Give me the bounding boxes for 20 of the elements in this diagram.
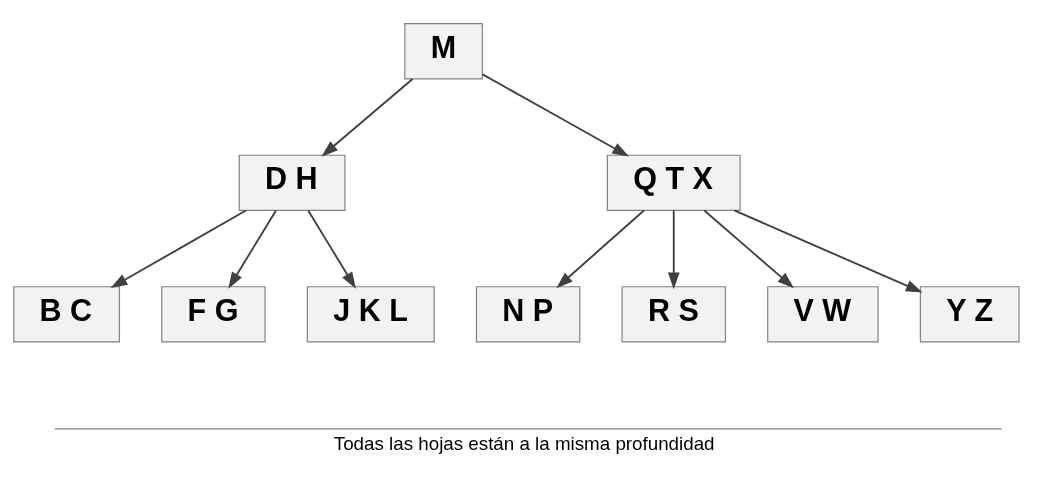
node-box: M — [404, 23, 483, 80]
arrow — [733, 209, 923, 293]
node-box: D H — [238, 154, 346, 211]
node-box: Y Z — [919, 286, 1020, 343]
node-box: R S — [621, 286, 726, 343]
arrow — [481, 73, 630, 157]
node-box: B C — [13, 286, 121, 343]
arrow — [667, 209, 680, 290]
node-box: N P — [475, 286, 581, 343]
label: Todas las hojas están a la misma profundidad — [333, 432, 715, 454]
arrow — [321, 78, 414, 157]
arrow — [307, 209, 356, 289]
node-box: J K L — [306, 286, 435, 343]
node-box: V W — [767, 286, 879, 343]
arrow — [110, 209, 247, 288]
arrow — [556, 209, 645, 289]
arrow — [703, 209, 795, 289]
arrow — [228, 209, 277, 289]
node-box: Q T X — [606, 154, 741, 211]
node-box: F G — [161, 286, 266, 343]
